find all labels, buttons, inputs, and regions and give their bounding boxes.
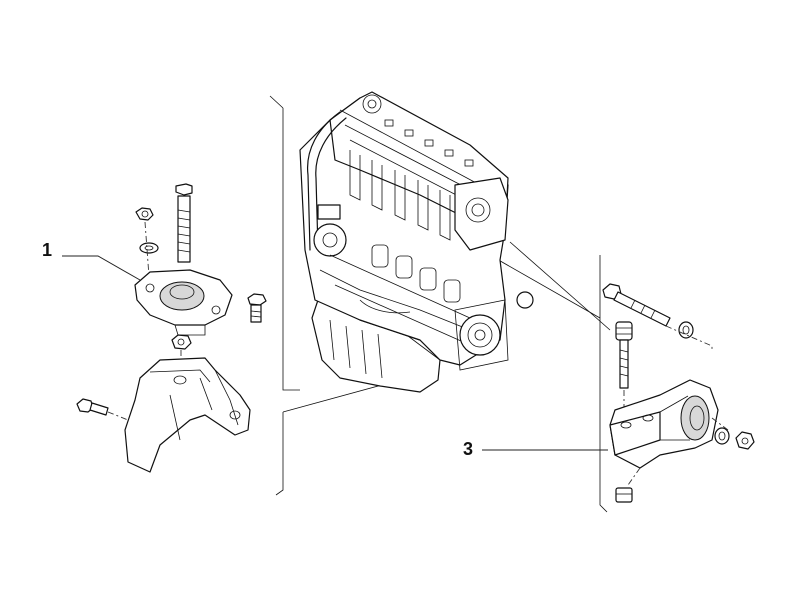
stud-bolt [615,321,633,389]
short-bolt-right [247,293,267,323]
nut-middle [171,334,192,350]
nut-bottom [615,487,633,503]
right-mount-assembly [602,283,755,503]
washer-right-2 [714,427,730,445]
mount-bracket [124,357,251,473]
nut-right [735,431,755,450]
washer-right [678,321,694,339]
engine-block [299,91,534,393]
side-bolt [76,398,109,416]
callout-1: 1 [42,240,53,260]
long-bolt [175,183,193,263]
nut-top [135,207,154,221]
left-mount-assembly [76,183,267,473]
callout-3: 3 [463,439,474,459]
long-bolt-right [602,283,671,327]
washer [139,242,159,254]
rubber-mount-pad [134,269,233,336]
leader-line-1 [62,255,141,281]
engine-mount-block [609,379,719,469]
engine-frame-lines [269,95,611,513]
